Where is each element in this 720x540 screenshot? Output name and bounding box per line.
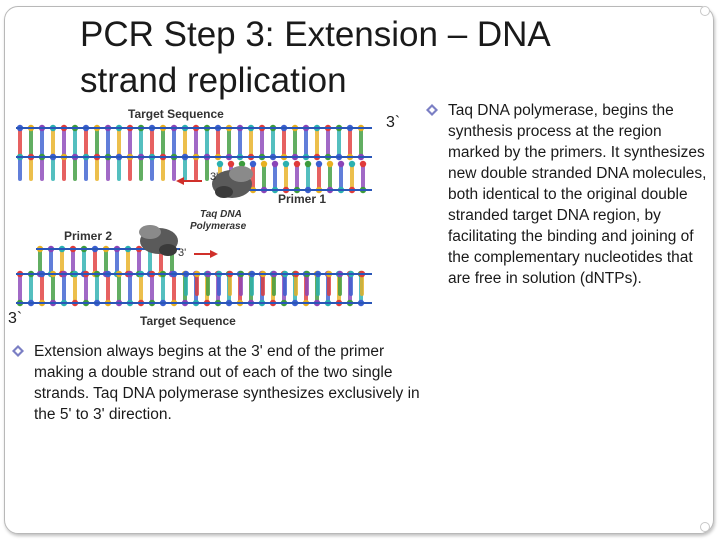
corner-ring-decoration [700, 522, 710, 532]
polymerase-label-line1: Taq DNA [200, 209, 242, 220]
nucleotide-bead [238, 160, 246, 168]
polymerase-label-line2: Polymerase [190, 221, 247, 232]
corner-ring-decoration [700, 6, 710, 16]
nucleotide-bead [227, 160, 235, 168]
diamond-bullet-icon [426, 104, 438, 116]
pcr-extension-figure: Target Sequence Target Sequence Primer 1… [16, 107, 372, 328]
polymerase-icon [212, 166, 253, 198]
nucleotide-bead [348, 160, 356, 168]
nucleotide-bead [304, 160, 312, 168]
dna-bead-strands [16, 124, 367, 307]
bullet-polymerase: Taq DNA polymerase, begins the synthesis… [426, 100, 716, 289]
bullet-polymerase-text: Taq DNA polymerase, begins the synthesis… [448, 102, 707, 287]
nucleotide-bead [260, 160, 268, 168]
right-arrow-icon [194, 250, 218, 258]
nucleotide-bead [326, 160, 334, 168]
target-sequence-label-bottom: Target Sequence [140, 314, 236, 328]
slide-title: PCR Step 3: Extension – DNA strand repli… [80, 12, 680, 104]
nucleotide-bead [359, 160, 367, 168]
target-sequence-label-top: Target Sequence [128, 107, 224, 121]
three-prime-marker-left: 3` [8, 310, 23, 327]
primer2-label: Primer 2 [64, 229, 112, 243]
slide-title-line-1: PCR Step 3: Extension – DNA [80, 15, 551, 54]
nucleotide-bead [216, 160, 224, 168]
nucleotide-bead [271, 160, 279, 168]
polymerase-icon [139, 225, 178, 256]
left-arrow-icon [176, 177, 202, 185]
slide-title-line-2: strand replication [80, 61, 347, 100]
nucleotide-bead [249, 160, 257, 168]
primer1-label: Primer 1 [278, 192, 326, 206]
slide-frame [4, 6, 714, 534]
three-prime-label-b: 3' [178, 247, 186, 259]
three-prime-label-a: 3' [210, 171, 218, 183]
diamond-bullet-icon [12, 345, 24, 357]
nucleotide-bead [293, 160, 301, 168]
nucleotide-bead [315, 160, 323, 168]
nucleotide-bead [337, 160, 345, 168]
nucleotide-bead [282, 160, 290, 168]
bullet-extension: Extension always begins at the 3' end of… [12, 341, 432, 425]
bullet-extension-text: Extension always begins at the 3' end of… [34, 343, 420, 423]
three-prime-marker-right: 3` [386, 114, 401, 131]
